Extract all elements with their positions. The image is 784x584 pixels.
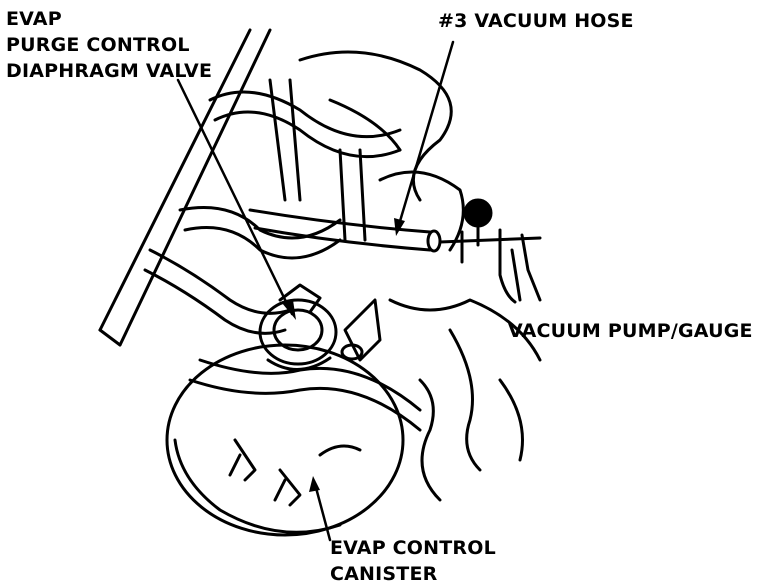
label-vacuum-pump: VACUUM PUMP/GAUGE [508, 318, 753, 344]
label-line: CANISTER [330, 563, 438, 584]
label-evap-canister: EVAP CONTROL CANISTER [330, 535, 496, 584]
label-vacuum-hose: #3 VACUUM HOSE [438, 8, 634, 34]
label-line: EVAP [6, 8, 62, 30]
purge-control-valve [258, 283, 382, 371]
label-purge-control-valve: EVAP PURGE CONTROL DIAPHRAGM VALVE [6, 6, 212, 84]
leader-lines [176, 40, 455, 542]
label-line: DIAPHRAGM VALVE [6, 60, 213, 82]
label-line: VACUUM PUMP/GAUGE [508, 320, 753, 342]
evap-canister [165, 343, 405, 537]
label-line: #3 VACUUM HOSE [438, 10, 634, 32]
label-line: PURGE CONTROL [6, 34, 190, 56]
vacuum-pump-gauge [438, 198, 542, 304]
engine-outline [298, 50, 542, 502]
arrowhead-valve [282, 300, 296, 320]
frame-rails [98, 28, 272, 347]
hose-bundle [143, 78, 422, 432]
arrowhead-hose [394, 218, 405, 236]
label-line: EVAP CONTROL [330, 537, 496, 559]
arrowhead-canister [309, 476, 320, 492]
